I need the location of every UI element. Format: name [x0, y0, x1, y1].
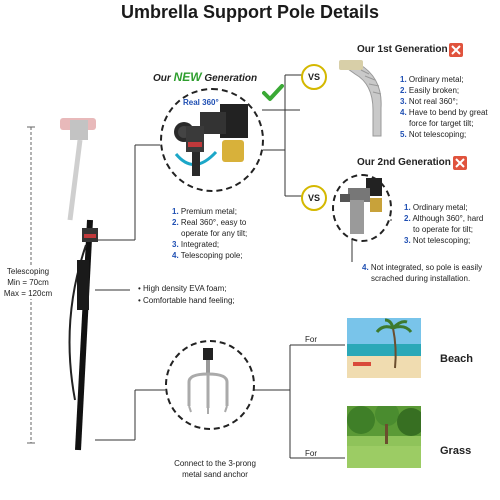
second-generation-note: 4. Not integrated, so pole is easily scr…	[362, 263, 483, 283]
foam-bullet-list: • High density EVA foam; • Comfortable h…	[138, 284, 235, 305]
second-generation-title: Our 2nd Generation	[357, 157, 451, 168]
feature-item: 3. Integrated;	[172, 240, 220, 249]
for-label-grass: For	[305, 449, 317, 458]
telescoping-min: Min = 70cm	[7, 278, 49, 287]
feature-item: 4. Telescoping pole;	[172, 251, 243, 260]
second-generation-list: 1. Ordinary metal; 2. Although 360°, har…	[404, 202, 500, 246]
first-generation-pole-image	[339, 60, 382, 137]
second-generation-clamp-image	[340, 178, 382, 234]
vs-badge-second: VS	[301, 185, 327, 211]
first-generation-title: Our 1st Generation	[357, 44, 448, 55]
grass-photo	[347, 406, 421, 468]
second-gen-item: 3. Not telescoping;	[404, 236, 471, 245]
first-generation-list: 1. Ordinary metal; 2. Easily broken; 3. …	[400, 74, 500, 140]
telescoping-title: Telescoping	[6, 267, 50, 276]
new-generation-title: Our NEW Generation	[153, 70, 258, 84]
telescoping-max: Max = 120cm	[3, 289, 53, 298]
second-gen-item: 1. Ordinary metal;	[404, 203, 468, 212]
x-mark-icon	[453, 156, 467, 170]
x-mark-icon	[449, 43, 463, 57]
umbrella-pole-illustration	[60, 118, 98, 451]
page-title: Umbrella Support Pole Details	[120, 2, 380, 22]
beach-photo	[347, 318, 421, 378]
anchor-caption: Connect to the 3-prong metal sand anchor	[174, 459, 256, 479]
telescoping-label: Telescoping Min = 70cm Max = 120cm	[2, 266, 54, 299]
sand-anchor-image	[187, 348, 229, 414]
first-gen-item: 2. Easily broken;	[400, 86, 460, 95]
second-gen-item: to operate for tilt;	[413, 225, 474, 234]
first-gen-item: force for target tilt;	[409, 119, 474, 128]
for-label-beach: For	[305, 335, 317, 344]
second-gen-item: 2. Although 360°, hard	[404, 214, 484, 223]
feature-item: 2. Real 360°, easy to	[172, 218, 247, 227]
grass-label: Grass	[440, 445, 472, 457]
new-generation-clamp-image	[174, 104, 248, 176]
new-generation-features: 1. Premium metal; 2. Real 360°, easy to …	[172, 206, 272, 261]
check-icon	[262, 84, 284, 101]
feature-item: 1. Premium metal;	[172, 207, 237, 216]
beach-label: Beach	[440, 353, 474, 365]
foam-bullet: • Comfortable hand feeling;	[138, 296, 235, 305]
foam-bullet: • High density EVA foam;	[138, 284, 227, 293]
feature-item: operate for any tilt;	[181, 229, 248, 238]
first-gen-item: 4. Have to bend by great	[400, 108, 488, 117]
first-gen-item: 3. Not real 360°;	[400, 97, 458, 106]
real-360-label: Real 360°	[183, 98, 219, 107]
first-gen-item: 1. Ordinary metal;	[400, 75, 464, 84]
vs-badge-first: VS	[301, 64, 327, 90]
first-gen-item: 5. Not telescoping;	[400, 130, 467, 139]
